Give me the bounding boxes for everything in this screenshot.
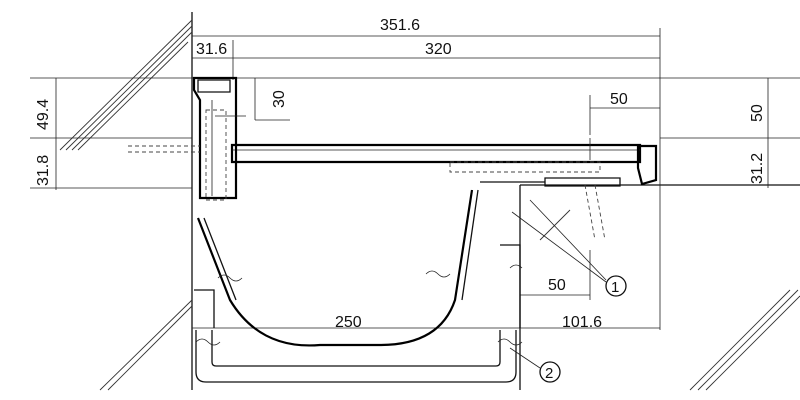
pouch (196, 189, 523, 347)
left-bracket (128, 76, 246, 201)
right-anchor (584, 138, 606, 241)
dim-left-height-top: 49.4 (35, 99, 52, 130)
callout-1-label: 1 (611, 279, 619, 296)
dim-right-50-vertical: 50 (749, 104, 766, 122)
lower-u-profile (194, 244, 523, 383)
callout-1: 1 (605, 275, 627, 297)
dim-left-offset: 31.6 (196, 41, 227, 58)
dim-right-31-2: 31.2 (749, 153, 766, 184)
leader-lines (509, 199, 607, 369)
dim-inner-width: 320 (425, 41, 452, 58)
dim-bottom-101-6: 101.6 (562, 314, 602, 331)
dim-bottom-250: 250 (335, 314, 362, 331)
dim-overall-width: 351.6 (380, 17, 420, 34)
dim-right-50-horizontal: 50 (610, 91, 628, 108)
dim-lower-50: 50 (548, 277, 566, 294)
callout-2-label: 2 (545, 365, 553, 382)
dim-gap-30: 30 (271, 90, 288, 108)
shelf-arm (230, 143, 658, 187)
top-dimensions (30, 28, 800, 330)
dim-left-height-bottom: 31.8 (35, 155, 52, 186)
left-wall (59, 12, 193, 391)
dimension-labels: 351.6 31.6 320 30 49.4 31.8 50 50 31.2 5… (35, 17, 766, 331)
callout-2: 2 (539, 361, 561, 383)
lower-dimensions (192, 250, 660, 329)
